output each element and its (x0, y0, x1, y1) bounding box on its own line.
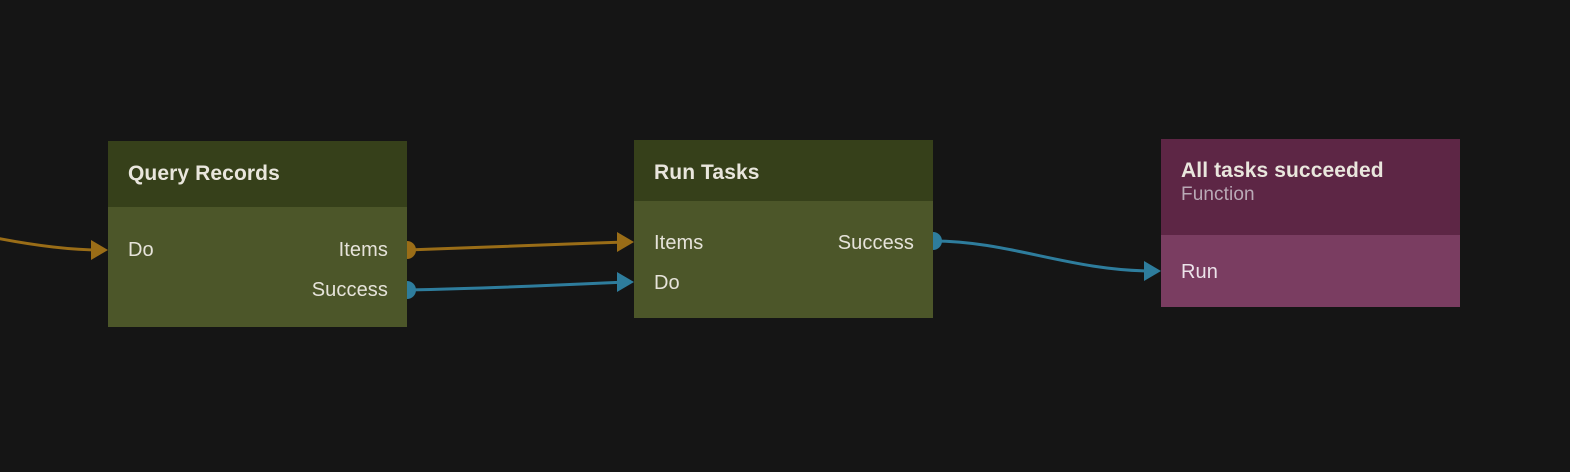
edge-edge-offscreen-to-query-do[interactable] (0, 236, 108, 260)
edge-edge-query-success-to-run-do[interactable] (398, 272, 634, 299)
edge-line (931, 239, 1155, 273)
input-port-do[interactable]: Do (108, 237, 407, 263)
edge-arrowhead-icon (617, 232, 634, 252)
output-port-label: Items (338, 238, 388, 261)
node-subtitle: Function (1181, 184, 1255, 205)
input-port-label: Do (654, 271, 680, 294)
edge-edge-query-items-to-run-items[interactable] (398, 232, 634, 259)
edge-arrowhead-icon (617, 272, 634, 292)
input-port-label: Run (1181, 260, 1218, 283)
node-header[interactable]: Query Records (108, 141, 407, 207)
node-title: Run Tasks (654, 161, 760, 184)
edge-arrowhead-icon (1144, 261, 1161, 281)
output-port-items[interactable]: Items (108, 237, 407, 263)
node-body: Run (1161, 235, 1460, 307)
edge-line (405, 240, 628, 252)
edge-line (0, 237, 102, 252)
node-title: All tasks succeeded (1181, 159, 1384, 182)
output-port-success[interactable]: Success (634, 230, 933, 256)
edge-line (405, 280, 628, 292)
node-title: Query Records (128, 162, 280, 185)
edge-edge-run-success-to-function-run[interactable] (924, 232, 1161, 281)
input-port-do[interactable]: Do (634, 270, 933, 296)
edge-arrowhead-icon (91, 240, 108, 260)
input-port-run[interactable]: Run (1161, 259, 1460, 285)
input-port-items[interactable]: Items (634, 230, 933, 256)
input-port-label: Items (654, 231, 704, 254)
output-port-label: Success (837, 231, 914, 254)
input-port-label: Do (128, 238, 154, 261)
output-port-label: Success (311, 278, 388, 301)
node-header[interactable]: Run Tasks (634, 140, 933, 201)
output-port-success[interactable]: Success (108, 277, 407, 303)
